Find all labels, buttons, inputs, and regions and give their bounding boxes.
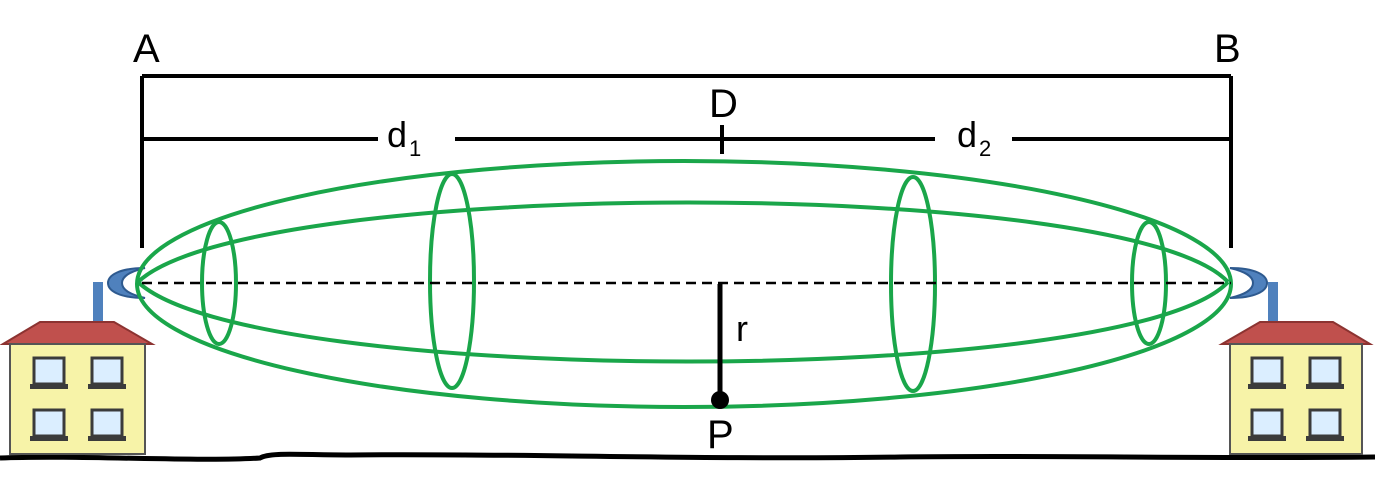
label-d2-main: d — [957, 114, 977, 155]
label-b: B — [1214, 27, 1241, 71]
right-house-icon — [1218, 321, 1374, 455]
left-house-icon — [0, 321, 156, 455]
right-building — [1218, 267, 1374, 455]
label-p: P — [707, 413, 734, 457]
label-d1-subscript: 1 — [409, 136, 421, 161]
left-antenna-icon — [93, 267, 146, 330]
ground-line — [0, 451, 1375, 462]
point-p-marker — [711, 391, 729, 409]
label-d1: d 1 — [387, 114, 421, 161]
right-antenna-icon — [1229, 267, 1278, 330]
label-r: r — [736, 308, 748, 349]
label-a: A — [133, 27, 160, 71]
cross-section-1 — [200, 220, 238, 346]
fresnel-lower-inner-curve — [136, 280, 1230, 364]
label-d1-main: d — [387, 114, 407, 155]
label-d: D — [709, 82, 738, 126]
label-d2: d 2 — [957, 114, 991, 161]
label-d2-subscript: 2 — [979, 136, 991, 161]
fresnel-upper-inner-curve — [136, 200, 1230, 284]
cross-section-2 — [428, 172, 476, 390]
dimension-lines — [140, 74, 1233, 248]
fresnel-outer-ellipse — [135, 159, 1233, 409]
fresnel-zone — [135, 159, 1233, 409]
left-building — [0, 267, 156, 455]
